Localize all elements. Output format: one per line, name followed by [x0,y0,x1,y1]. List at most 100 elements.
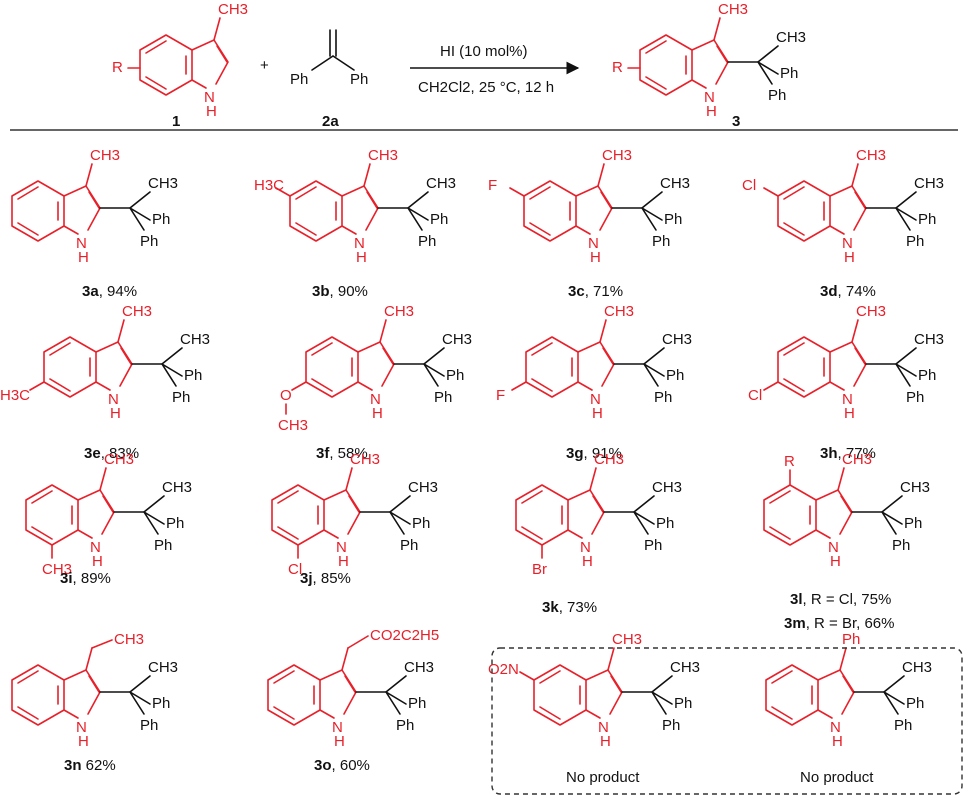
indole-n: N [370,391,381,408]
reactant-r-group: R [112,59,123,76]
quat-ph-1: Ph [408,695,426,712]
compound-label-3n: 3n 62% [64,757,116,774]
indole-h: H [832,733,843,750]
c5-substituent: O2N [488,661,519,678]
c3-methyl: CH3 [90,147,120,164]
compound-label-3o: 3o, 60% [314,757,370,774]
reactant-diphenylethylene: Ph Ph [290,29,368,88]
quat-ph-1: Ph [656,515,674,532]
indole-h: H [78,249,89,266]
compound-label-3c: 3c, 71% [568,283,623,300]
compound-label-3g: 3g, 91% [566,445,622,462]
reactant2-ph-right: Ph [350,71,368,88]
compound-label-3f: 3f, 58% [316,445,368,462]
quat-ph-2: Ph [654,389,672,406]
quat-ph-2: Ph [140,233,158,250]
product-structure: CH3 R N H CH3 Ph Ph [612,1,806,120]
c7-substituent: Cl [288,561,302,578]
quat-ph-2: Ph [172,389,190,406]
failed-substrates-box [491,647,963,795]
product-label: 3 [732,113,740,130]
quat-ph-2: Ph [434,389,452,406]
c6-substituent: F [496,387,505,404]
quat-ph-1: Ph [430,211,448,228]
product-ch3: CH3 [718,1,748,18]
quat-ph-1: Ph [666,367,684,384]
indole-h: H [338,553,349,570]
compound-label-3l: 3l, R = Cl, 75% [790,591,891,608]
quat-ph-2: Ph [418,233,436,250]
quat-ph-1: Ph [446,367,464,384]
quat-ph-2: Ph [644,537,662,554]
reactant1-label: 1 [172,113,180,130]
quat-ch3: CH3 [180,331,210,348]
reactant-h: H [206,103,217,120]
indole-h: H [600,733,611,750]
c3-methyl: CH3 [612,631,642,648]
c3-methyl: CH3 [604,303,634,320]
reactant2-label: 2a [322,113,339,130]
quat-ph-2: Ph [894,717,912,734]
quat-ph-2: Ph [906,389,924,406]
indole-h: H [92,553,103,570]
quat-ph-1: Ph [152,695,170,712]
quat-ph-1: Ph [166,515,184,532]
compound-label-3k: 3k, 73% [542,599,597,616]
c3-methyl: CH3 [384,303,414,320]
indole-n: N [580,539,591,556]
conditions-catalyst: HI (10 mol%) [440,43,528,60]
c3-methyl: CH3 [842,451,872,468]
quat-ch3: CH3 [442,331,472,348]
indole-n: N [336,539,347,556]
c3-methyl: CH3 [856,147,886,164]
quat-ch3: CH3 [404,659,434,676]
indole-h: H [110,405,121,422]
quat-ch3: CH3 [902,659,932,676]
indole-h: H [582,553,593,570]
c5-substituent: Cl [742,177,756,194]
quat-ch3: CH3 [426,175,456,192]
indole-n: N [332,719,343,736]
indole-n: N [828,539,839,556]
quat-ph-1: Ph [412,515,430,532]
indole-h: H [78,733,89,750]
c6-methoxy-ch3: CH3 [278,417,308,434]
reaction-header: CH3 R N H 1 + Ph Ph 2a HI (10 mol%) CH2C… [112,1,806,130]
compound-label-3a: 3a, 94% [82,283,137,300]
c4-substituent: R [784,453,795,470]
quat-ph-1: Ph [904,515,922,532]
product-r-group: R [612,59,623,76]
compound-label-3e: 3e, 83% [84,445,139,462]
reactant2-ph-left: Ph [290,71,308,88]
indole-n: N [590,391,601,408]
c3-ethyl-ch3: CH3 [114,631,144,648]
reactant-ch3: CH3 [218,1,248,18]
compound-label-3j: 3j, 85% [300,570,351,587]
quat-ph-2: Ph [906,233,924,250]
compound-label-3h: 3h, 77% [820,445,876,462]
c3-methyl: CH3 [104,451,134,468]
quat-ch3: CH3 [670,659,700,676]
quat-ph-1: Ph [664,211,682,228]
indole-n: N [598,719,609,736]
c3-methyl: CH3 [368,147,398,164]
quat-ph-2: Ph [400,537,418,554]
quat-ch3: CH3 [900,479,930,496]
indole-n: N [108,391,119,408]
quat-ph-2: Ph [662,717,680,734]
indole-h: H [830,553,841,570]
quat-ch3: CH3 [914,331,944,348]
quat-ph-1: Ph [674,695,692,712]
indole-n: N [76,719,87,736]
